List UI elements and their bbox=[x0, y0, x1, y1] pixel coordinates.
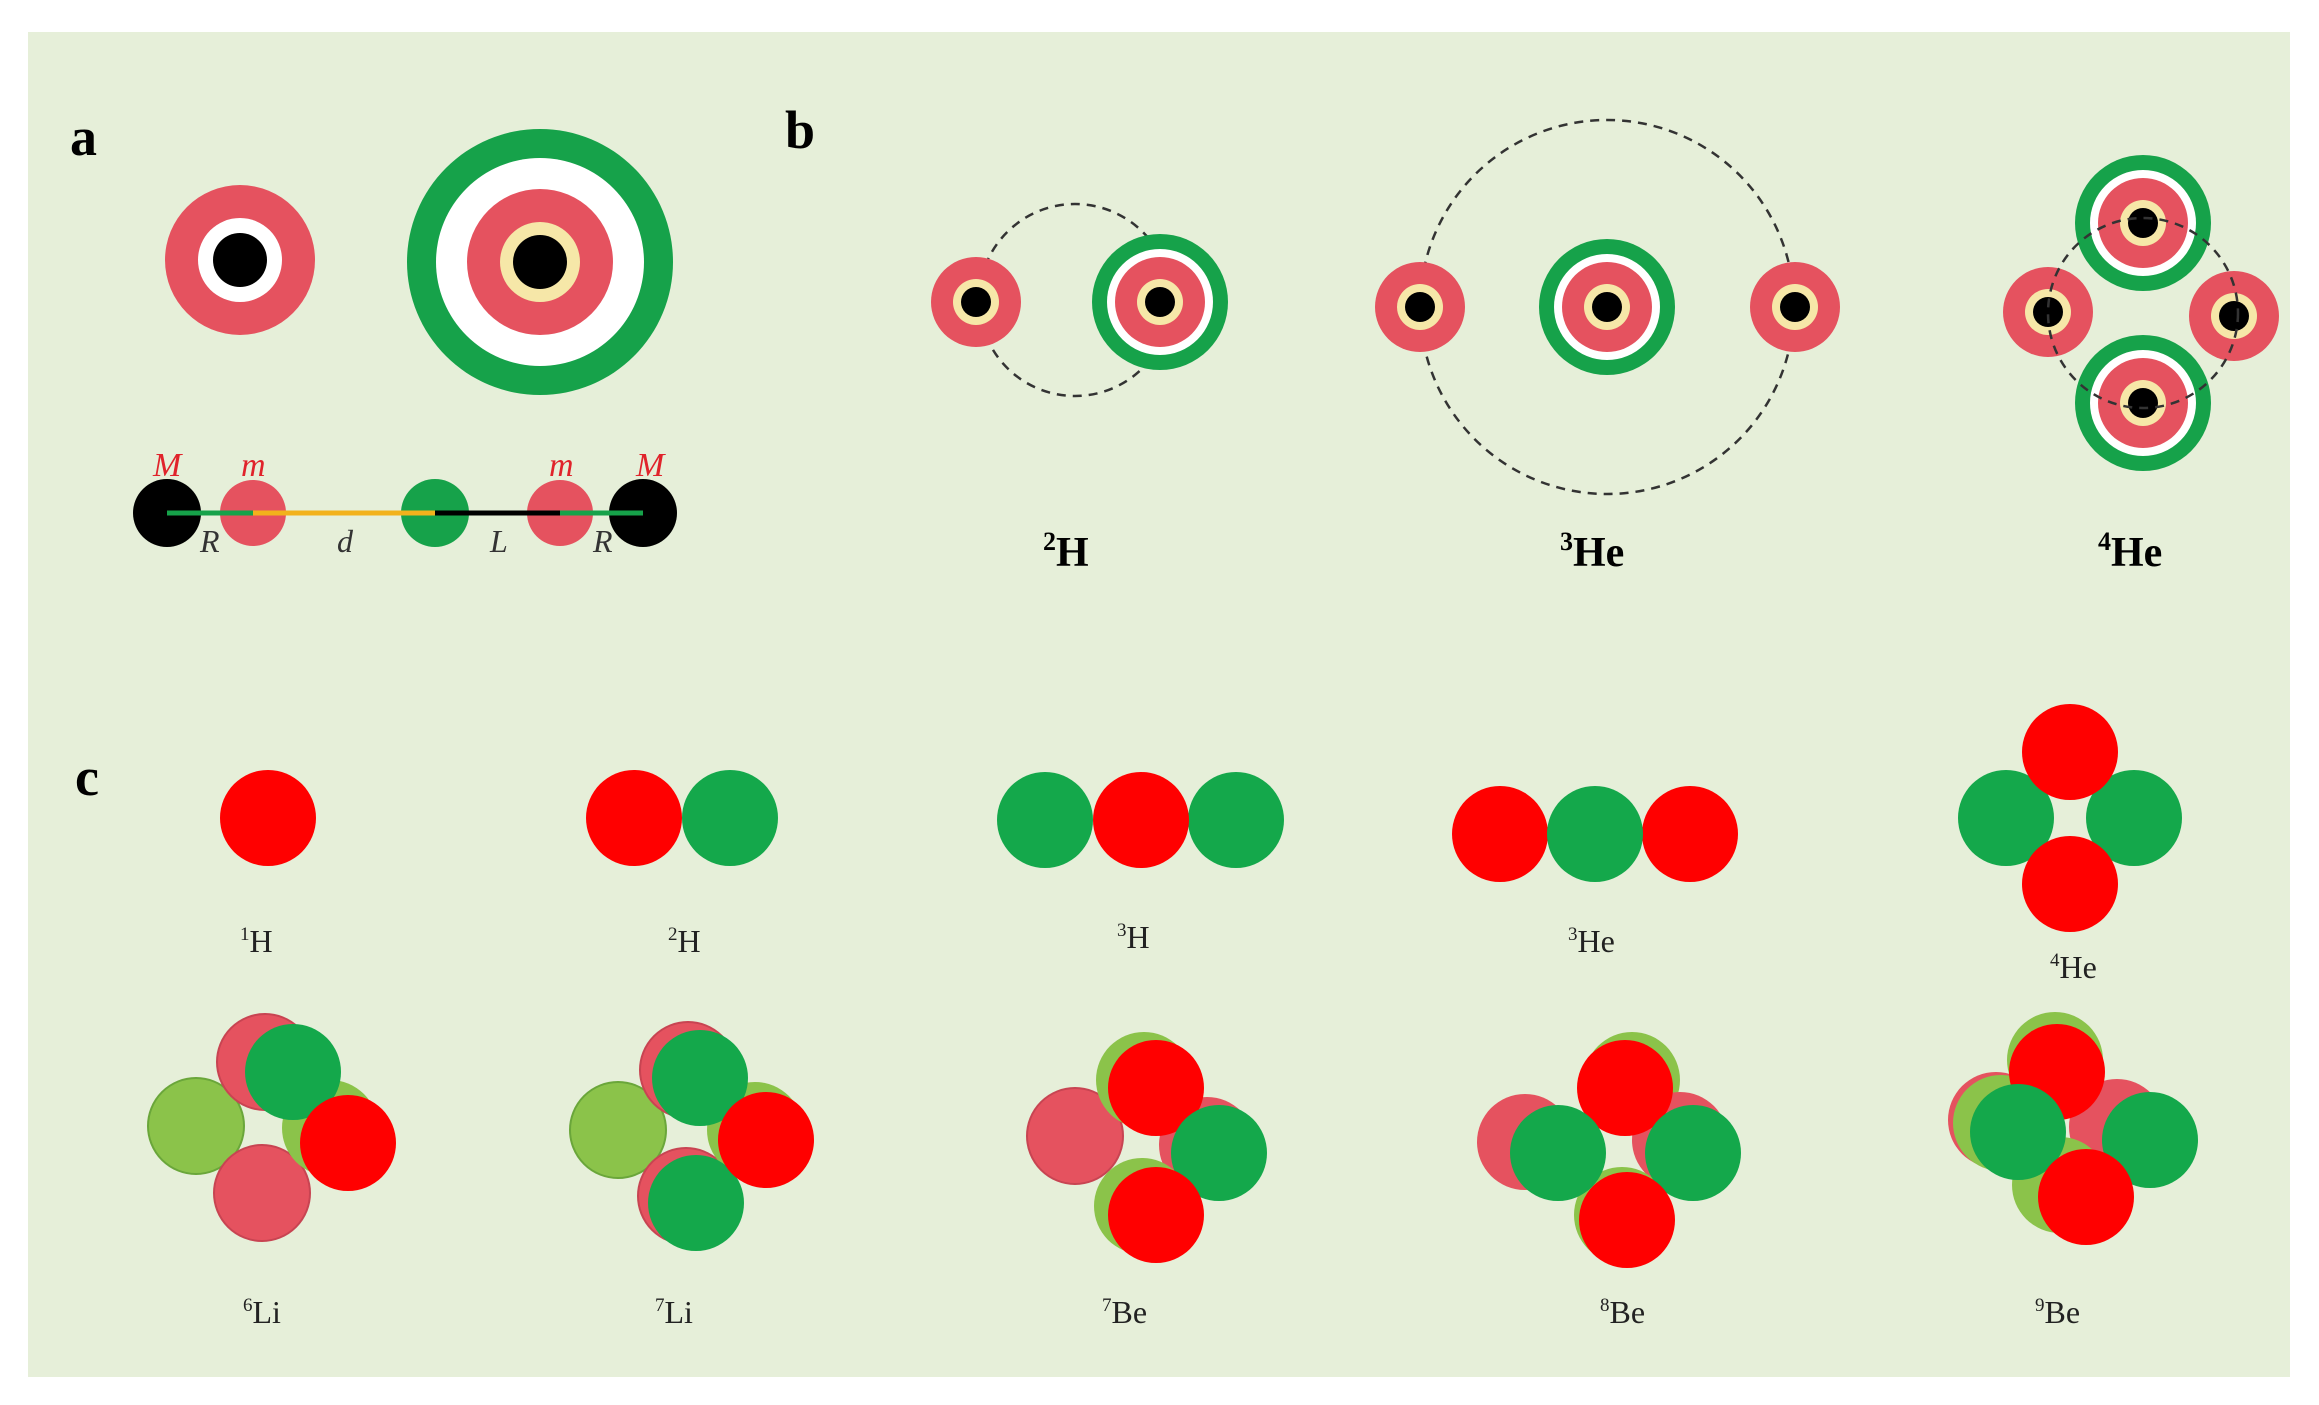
c-label-2H: 2H bbox=[668, 923, 701, 959]
c-7Be-cluster bbox=[1026, 1032, 1267, 1263]
c-label-7Be-symbol: Be bbox=[1112, 1294, 1148, 1330]
panel-label-b: b bbox=[785, 100, 815, 160]
c-4He-neutron-1 bbox=[1958, 770, 2054, 866]
b-3He-model bbox=[1375, 118, 1840, 496]
b-label-2H: 2H bbox=[1043, 527, 1089, 576]
c-label-7Li-mass: 7 bbox=[655, 1295, 665, 1316]
c-label-1H-symbol: H bbox=[250, 923, 273, 959]
label-d: d bbox=[337, 523, 354, 559]
panel-a: M m m M R d L R bbox=[133, 129, 677, 559]
c-9Be-cluster bbox=[1948, 1012, 2198, 1245]
label-M-right: M bbox=[635, 447, 666, 484]
c-label-3H: 3H bbox=[1117, 919, 1150, 955]
particle-large bbox=[407, 129, 673, 395]
c-label-7Be: 7Be bbox=[1102, 1294, 1147, 1330]
c-3He-neutron bbox=[1547, 786, 1643, 882]
b-label-2H-mass: 2 bbox=[1043, 527, 1056, 556]
c-label-3H-mass: 3 bbox=[1117, 920, 1127, 941]
c-label-8Be: 8Be bbox=[1600, 1294, 1645, 1330]
linear-model bbox=[133, 479, 677, 547]
c-3H-neutron-2 bbox=[1188, 772, 1284, 868]
b-2H-model bbox=[931, 202, 1228, 398]
b-label-3He-mass: 3 bbox=[1560, 527, 1573, 556]
c-label-3He-mass: 3 bbox=[1568, 924, 1578, 945]
c-label-2H-symbol: H bbox=[678, 923, 701, 959]
c-3He-proton-2 bbox=[1642, 786, 1738, 882]
c-label-9Be-symbol: Be bbox=[2045, 1294, 2081, 1330]
b-label-4He-mass: 4 bbox=[2098, 527, 2111, 556]
label-m-left: m bbox=[241, 447, 266, 484]
c-4He-neutron-2 bbox=[2086, 770, 2182, 866]
c-4He-proton-2 bbox=[2022, 836, 2118, 932]
label-R-right: R bbox=[592, 523, 613, 559]
b-label-3He: 3He bbox=[1560, 527, 1624, 576]
panel-b: 2H 3He 4He bbox=[931, 118, 2279, 576]
panel-label-a: a bbox=[70, 107, 97, 167]
c-8Be-cluster bbox=[1477, 1032, 1741, 1268]
c-label-4He: 4He bbox=[2050, 949, 2097, 985]
c-label-3He: 3He bbox=[1568, 923, 1615, 959]
c-label-3He-symbol: He bbox=[1578, 923, 1615, 959]
c-2H-proton bbox=[586, 770, 682, 866]
c-1H-proton bbox=[220, 770, 316, 866]
panel-label-c: c bbox=[75, 747, 99, 807]
b-4He-model bbox=[2003, 155, 2279, 471]
b-label-4He-symbol: He bbox=[2111, 530, 2162, 576]
label-m-right: m bbox=[549, 447, 574, 484]
c-label-1H: 1H bbox=[240, 923, 273, 959]
c-label-4He-mass: 4 bbox=[2050, 950, 2060, 971]
label-L: L bbox=[489, 523, 508, 559]
c-label-8Be-symbol: Be bbox=[1610, 1294, 1646, 1330]
c-3H-neutron-1 bbox=[997, 772, 1093, 868]
c-6Li-cluster bbox=[147, 1013, 396, 1242]
c-label-9Be-mass: 9 bbox=[2035, 1295, 2045, 1316]
c-label-6Li-symbol: Li bbox=[253, 1294, 282, 1330]
c-7Li-cluster bbox=[569, 1021, 814, 1251]
c-label-6Li: 6Li bbox=[243, 1294, 281, 1330]
c-label-6Li-mass: 6 bbox=[243, 1295, 253, 1316]
c-3He-proton-1 bbox=[1452, 786, 1548, 882]
c-2H-neutron bbox=[682, 770, 778, 866]
c-label-2H-mass: 2 bbox=[668, 924, 678, 945]
b-label-3He-symbol: He bbox=[1573, 530, 1624, 576]
c-label-7Be-mass: 7 bbox=[1102, 1295, 1112, 1316]
c-4He-proton-1 bbox=[2022, 704, 2118, 800]
label-R-left: R bbox=[199, 523, 220, 559]
c-label-1H-mass: 1 bbox=[240, 924, 250, 945]
panel-c: 1H 2H 3H 3He 4He 6Li 7Li 7Be 8Be 9Be bbox=[147, 704, 2198, 1330]
b-label-2H-symbol: H bbox=[1056, 530, 1089, 576]
c-label-7Li: 7Li bbox=[655, 1294, 693, 1330]
b-label-4He: 4He bbox=[2098, 527, 2162, 576]
c-label-8Be-mass: 8 bbox=[1600, 1295, 1610, 1316]
c-label-7Li-symbol: Li bbox=[665, 1294, 694, 1330]
label-M-left: M bbox=[152, 447, 183, 484]
c-label-9Be: 9Be bbox=[2035, 1294, 2080, 1330]
c-3H-proton bbox=[1093, 772, 1189, 868]
particle-small bbox=[165, 185, 315, 335]
c-label-4He-symbol: He bbox=[2060, 949, 2097, 985]
c-label-3H-symbol: H bbox=[1127, 919, 1150, 955]
